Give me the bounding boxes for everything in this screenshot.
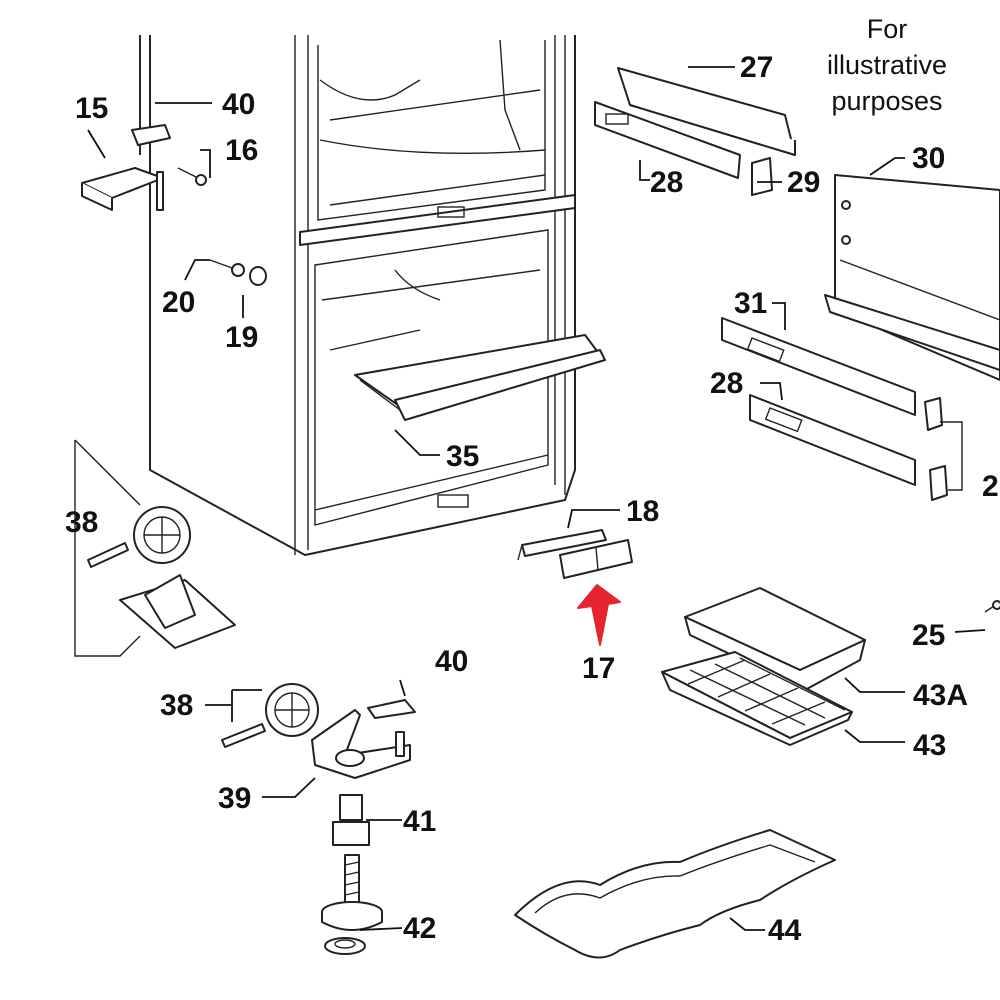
wheel-assembly-left: [74, 439, 236, 657]
callout-38-left: 38: [65, 506, 98, 539]
callout-18: 18: [626, 495, 659, 528]
callout-20: 20: [162, 286, 195, 319]
part-25-bolt-head: [992, 600, 1000, 610]
callout-44: 44: [768, 914, 802, 947]
callout-43a: 43A: [913, 679, 968, 712]
callout-17: 17: [582, 652, 615, 685]
callout-40-top: 40: [222, 88, 255, 121]
callout-16: 16: [225, 134, 258, 167]
callout-39: 39: [218, 782, 251, 815]
callout-30: 30: [912, 142, 945, 175]
illustrative-note: For illustrative purposes: [827, 14, 947, 116]
callout-40-bottom: 40: [435, 645, 468, 678]
callout-28-mid: 28: [710, 367, 743, 400]
top-hinge-assembly: [81, 35, 267, 286]
divider-panel-30: [824, 174, 1000, 381]
callout-28-top: 28: [650, 166, 683, 199]
top-brackets: [594, 67, 796, 196]
slide-rails: [721, 317, 963, 501]
callout-43: 43: [913, 729, 946, 762]
refrigerator-cabinet: [149, 35, 606, 556]
callout-15: 15: [75, 92, 108, 125]
bottom-hinge-assembly: [221, 683, 416, 779]
door-clips-18-17: [517, 529, 633, 579]
door-gasket-44: [514, 829, 836, 959]
leveling-foot-assembly: [321, 794, 383, 955]
note-line-3: purposes: [831, 86, 942, 116]
callout-29: 29: [787, 166, 820, 199]
note-line-2: illustrative: [827, 50, 947, 80]
callout-25: 25: [912, 619, 945, 652]
callout-41: 41: [403, 805, 436, 838]
callout-2-partial: 2: [982, 470, 999, 503]
callout-38-bottom: 38: [160, 689, 193, 722]
note-line-1: For: [867, 14, 908, 44]
callout-42: 42: [403, 912, 436, 945]
ice-tray-assembly: [661, 587, 866, 746]
callout-31: 31: [734, 287, 767, 320]
callout-19: 19: [225, 321, 258, 354]
highlight-arrow: [577, 584, 621, 646]
callout-35: 35: [446, 440, 479, 473]
callout-labels: 15 40 16 20 19 38 35 27 28 29 30 31 28 2…: [65, 51, 999, 947]
leader-lines: [87, 66, 986, 931]
callout-27: 27: [740, 51, 773, 84]
